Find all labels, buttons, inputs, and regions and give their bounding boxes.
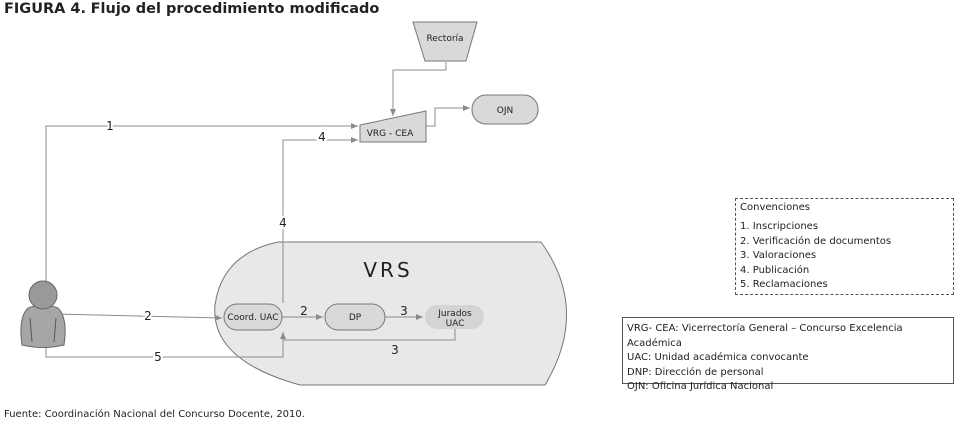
ojn-node [471, 94, 539, 125]
rectoria-label: Rectoría [426, 34, 463, 44]
edge-2-person-coord [54, 313, 223, 321]
edge-3-jurados-coord [280, 328, 456, 341]
vrg-cea-node [359, 110, 427, 143]
edge-vrg-ojn [426, 105, 470, 127]
rectoria-node [412, 21, 478, 62]
abbreviation-item: OJN: Oficina Jurídica Nacional [627, 381, 774, 392]
dp-label: DP [349, 313, 362, 323]
edge-labels: 1 4 4 2 2 3 3 5 [104, 117, 408, 366]
vrg-cea-label: VRG - CEA [367, 129, 414, 139]
vrs-label: VRS [363, 258, 412, 282]
figure-number: FIGURA 4. [4, 1, 87, 17]
edge-label-3b: 3 [391, 343, 399, 357]
convention-item: 1. Inscripciones [740, 221, 819, 233]
source-footnote: Fuente: Coordinación Nacional del Concur… [4, 409, 305, 420]
edge-4 [282, 137, 358, 303]
ojn-label: OJN [497, 106, 513, 116]
abbreviation-item: UAC: Unidad académica convocante [627, 352, 809, 363]
convention-item: 2. Verificación de documentos [740, 235, 892, 247]
convention-item: 5. Reclamaciones [740, 279, 828, 291]
conventions-title: Convenciones [740, 202, 810, 213]
convention-item: 4. Publicación [740, 264, 810, 276]
abbreviation-item: VRG- CEA: Vicerrectoría General – Concur… [627, 323, 903, 349]
figure-title-text: Flujo del procedimiento modificado [90, 1, 380, 17]
convention-item: 3. Valoraciones [740, 250, 817, 262]
edge-label-2a: 2 [144, 309, 152, 323]
edge-1 [45, 123, 358, 305]
jurados-uac-node [425, 305, 484, 329]
edge-rectoria-vrg [390, 62, 447, 116]
abbreviation-item: DNP: Dirección de personal [627, 366, 764, 378]
coord-uac-label: Coord. UAC [227, 313, 278, 323]
abbreviations-legend: VRG- CEA: Vicerrectoría General – Concur… [622, 317, 954, 392]
dp-node [324, 303, 386, 331]
figure-title: FIGURA 4. Flujo del procedimiento modifi… [4, 1, 379, 17]
edge-label-1: 1 [106, 119, 114, 133]
vrs-region [214, 241, 568, 386]
edge-label-4a: 4 [318, 130, 326, 144]
coord-uac-node [223, 303, 283, 331]
edge-label-5: 5 [154, 350, 162, 364]
edge-label-4b: 4 [279, 216, 287, 230]
edge-label-2b: 2 [300, 304, 308, 318]
conventions-legend: Convenciones 1. Inscripciones 2. Verific… [735, 198, 954, 295]
jurados-label-2: UAC [446, 319, 465, 329]
edge-label-3a: 3 [400, 304, 408, 318]
jurados-label-1: Jurados [437, 309, 472, 319]
person-icon [20, 280, 66, 348]
